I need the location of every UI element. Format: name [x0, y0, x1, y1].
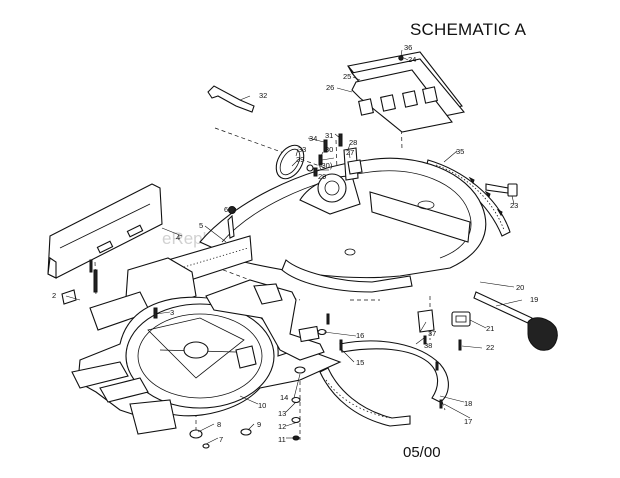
- part-label: (30): [319, 161, 333, 170]
- leader-lines: [65, 49, 523, 445]
- part-label: 29: [318, 172, 326, 181]
- part-label: 38: [424, 341, 432, 350]
- part-label: 32: [259, 91, 267, 100]
- rear-support: [205, 279, 325, 361]
- bolt: [485, 183, 518, 197]
- main-base: [71, 296, 342, 435]
- part-label: 33: [298, 145, 306, 154]
- part-label: 30: [325, 145, 333, 154]
- part-label: 9: [257, 420, 261, 429]
- part-label: 18: [464, 399, 472, 408]
- part-label: 21: [486, 324, 494, 333]
- part-label: 28: [349, 138, 357, 147]
- bracket-hardware: [417, 309, 471, 351]
- part-label: 3: [170, 308, 174, 317]
- part-label: 31: [325, 131, 333, 140]
- part-label: 34: [309, 134, 317, 143]
- throat-plates: [319, 340, 449, 427]
- clamp-hardware: [275, 133, 363, 181]
- part-label: 23: [510, 201, 518, 210]
- fence-assembly: [346, 51, 466, 133]
- part-label: 26: [326, 83, 334, 92]
- part-label: 14: [280, 393, 288, 402]
- part-label: 39: [296, 155, 304, 164]
- part-label: 13: [278, 409, 286, 418]
- hex-key: [207, 85, 255, 113]
- side-fence: [47, 183, 163, 279]
- part-label: 7: [219, 435, 223, 444]
- part-label: 10: [258, 401, 266, 410]
- part-label: 8: [217, 420, 221, 429]
- part-label: 24: [408, 55, 416, 64]
- part-label: 35: [456, 147, 464, 156]
- lock-knob: [473, 291, 558, 351]
- schematic-title: SCHEMATIC A: [410, 20, 527, 39]
- part-number-labels: 2 3 4 5 6 7 8 9 10 11 12 13 14 15 16 17 …: [52, 43, 538, 444]
- part-label: 5: [199, 221, 203, 230]
- part-label: 4: [176, 233, 180, 242]
- part-label: 15: [356, 358, 364, 367]
- part-label: 27: [346, 148, 354, 157]
- part-label: 11: [278, 435, 286, 444]
- part-label: 6: [224, 205, 228, 214]
- turntable-base: [199, 157, 487, 293]
- part-label: 16: [356, 331, 364, 340]
- part-label: 25: [343, 72, 351, 81]
- part-label: 37: [428, 329, 436, 338]
- part-label: 20: [516, 283, 524, 292]
- part-label: 22: [486, 343, 494, 352]
- part-label: 17: [464, 417, 472, 426]
- fastener-stack: [89, 259, 443, 449]
- part-label: 36: [404, 43, 412, 52]
- part-label: 2: [52, 291, 56, 300]
- part-label: 19: [530, 295, 538, 304]
- part-label: 12: [278, 422, 286, 431]
- date-code: 05/00: [403, 444, 441, 461]
